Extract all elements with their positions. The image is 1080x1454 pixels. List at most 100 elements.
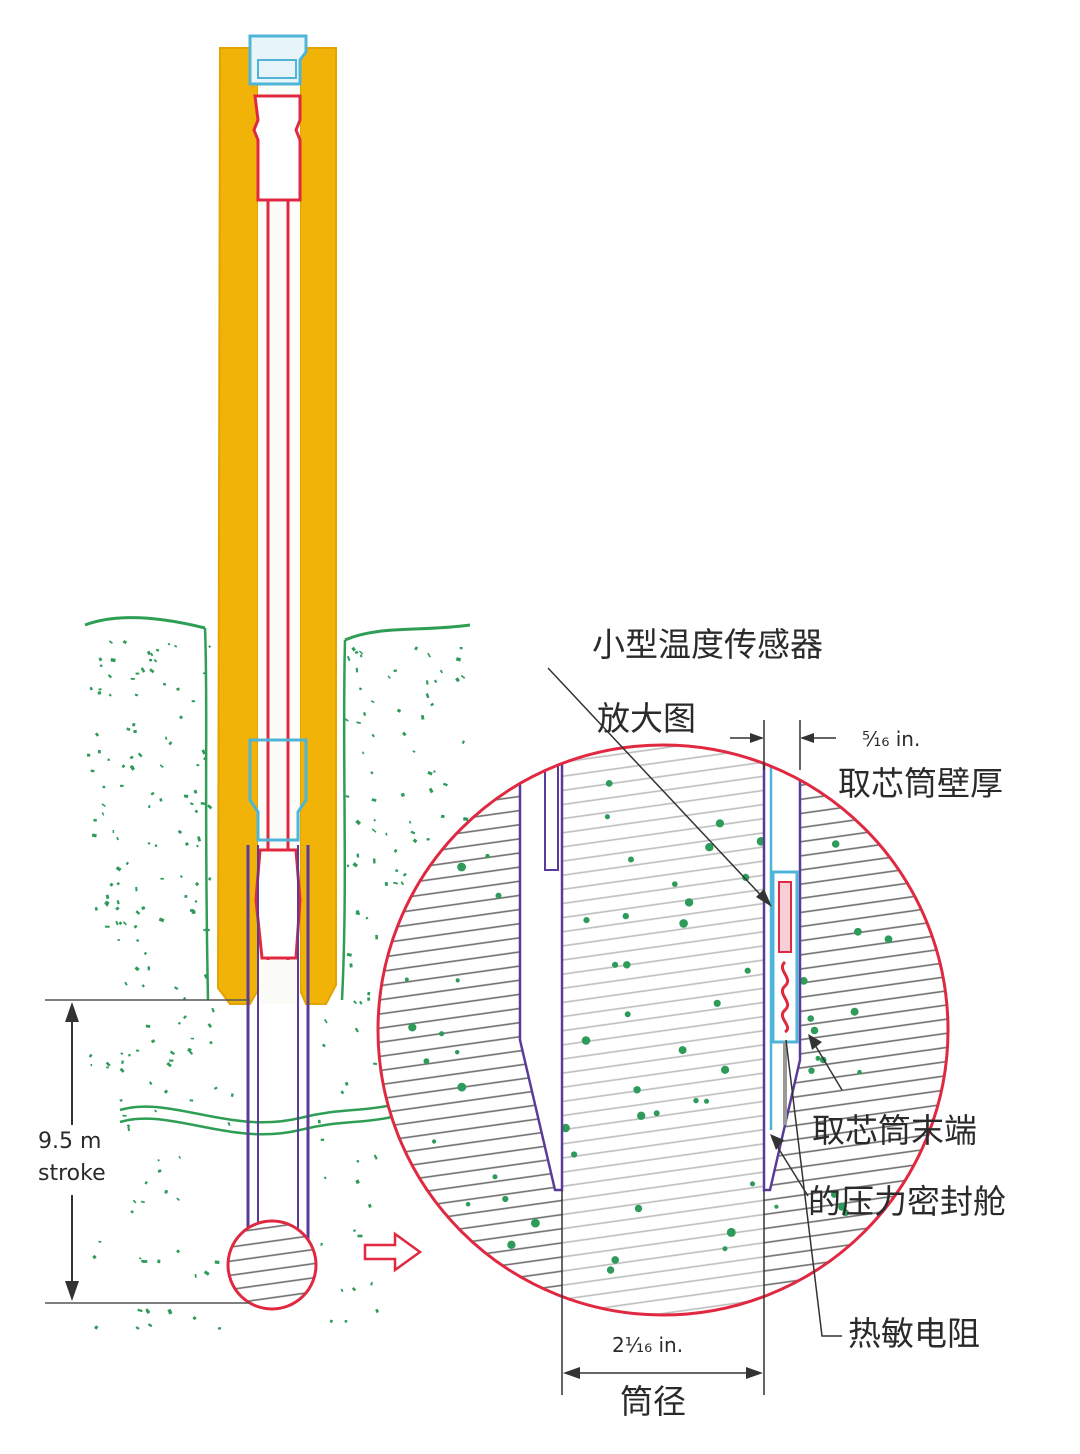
soil-dot	[207, 1023, 213, 1029]
soil-dot	[352, 862, 359, 868]
soil-dot	[428, 787, 434, 794]
soil-dot	[408, 1023, 417, 1032]
soil-dot	[722, 1246, 728, 1252]
soil-dot	[88, 1053, 93, 1058]
soil-dot	[104, 900, 110, 906]
soil-dot	[373, 818, 376, 822]
soil-dot	[633, 1086, 641, 1094]
soil-dot	[365, 916, 369, 920]
soil-dot	[329, 1319, 334, 1324]
soil-dot	[423, 1058, 430, 1065]
soil-dot	[159, 798, 163, 802]
soil-dot	[136, 938, 140, 943]
soil-dot	[120, 1052, 124, 1056]
soil-dot	[91, 833, 97, 838]
soil-dot	[461, 740, 465, 745]
soil-dot	[704, 1098, 709, 1104]
soil-dot	[402, 872, 407, 877]
soil-dot	[107, 758, 110, 762]
soil-dot	[440, 814, 445, 819]
soil-dot	[410, 830, 416, 835]
soil-dot	[672, 881, 678, 887]
soil-dot	[370, 700, 375, 704]
soil-dot	[854, 927, 862, 936]
soil-dot	[433, 679, 438, 684]
soil-dot	[205, 864, 208, 867]
soil-dot	[611, 1256, 619, 1264]
arrow-up-icon	[65, 1002, 79, 1022]
soil-dot	[115, 866, 122, 872]
soil-dot	[192, 1316, 197, 1321]
soil-dot	[346, 864, 350, 868]
soil-dot	[190, 1037, 195, 1040]
soil-dot	[189, 1099, 194, 1102]
soil-dot	[713, 999, 721, 1007]
soil-dot	[393, 669, 398, 673]
soil-dot	[404, 977, 409, 982]
soil-dot	[154, 844, 158, 848]
soil-dot	[346, 952, 352, 957]
soil-dot	[371, 798, 377, 802]
arrow-down-icon	[65, 1281, 79, 1301]
soil-dot	[98, 688, 102, 691]
soil-dot	[165, 736, 168, 740]
soil-dot	[121, 1060, 124, 1064]
soil-dot	[367, 1203, 372, 1208]
soil-dot	[355, 819, 362, 826]
soil-dot	[121, 764, 126, 769]
soil-dot	[135, 672, 140, 675]
soil-dot	[462, 817, 469, 822]
soil-dot	[168, 1059, 174, 1062]
soil-dot	[358, 650, 364, 655]
soil-dot	[202, 672, 207, 675]
soil-dot	[124, 981, 128, 986]
soil-dot	[349, 963, 353, 968]
soil-dot	[396, 708, 402, 713]
soil-dot	[130, 677, 135, 681]
bore-dim-label: 2¹⁄₁₆ in.	[612, 1333, 683, 1357]
thermistor-coil	[780, 960, 790, 1034]
soil-dot	[126, 1124, 131, 1128]
soil-dot	[133, 729, 137, 734]
soil-dot	[502, 1195, 509, 1203]
casing-right-wall	[299, 47, 337, 1005]
soil-dot	[340, 1288, 344, 1293]
seal-leader	[811, 1039, 843, 1091]
soil-dot	[135, 1326, 140, 1330]
soil-dot	[561, 1123, 570, 1133]
soil-dot	[612, 961, 619, 968]
soil-dot	[372, 858, 376, 864]
soil-dot	[184, 894, 188, 899]
soil-dot	[358, 687, 363, 691]
soil-dot	[485, 853, 490, 859]
soil-dot	[344, 718, 349, 722]
soil-dot	[115, 906, 120, 911]
soil-dot	[430, 702, 435, 707]
soil-dot	[385, 832, 388, 836]
soil-dot	[191, 700, 195, 703]
soil-dot	[370, 1282, 374, 1286]
soil-dot	[141, 906, 146, 911]
soil-dot	[101, 812, 105, 816]
soil-dot	[583, 917, 590, 924]
sensor-leader	[547, 667, 771, 906]
lower-sub-blue	[248, 738, 308, 842]
soil-dot	[439, 669, 444, 674]
soil-dot	[637, 1111, 646, 1121]
soil-dot	[346, 655, 351, 662]
soil-dot	[679, 919, 688, 928]
soil-dot	[217, 1326, 222, 1331]
soil-dot	[227, 1121, 231, 1127]
soil-dot	[98, 1240, 102, 1243]
soil-dot	[606, 1266, 615, 1274]
seal2-arrow-icon	[770, 1134, 784, 1150]
soil-dot	[340, 1090, 345, 1095]
soil-dot	[355, 667, 359, 673]
soil-dot	[127, 1126, 131, 1132]
core-sample-column	[562, 745, 764, 1315]
soil-dot	[90, 1064, 93, 1067]
soil-dot	[153, 658, 158, 663]
soil-dot	[108, 640, 113, 644]
soil-dot	[135, 1049, 140, 1052]
